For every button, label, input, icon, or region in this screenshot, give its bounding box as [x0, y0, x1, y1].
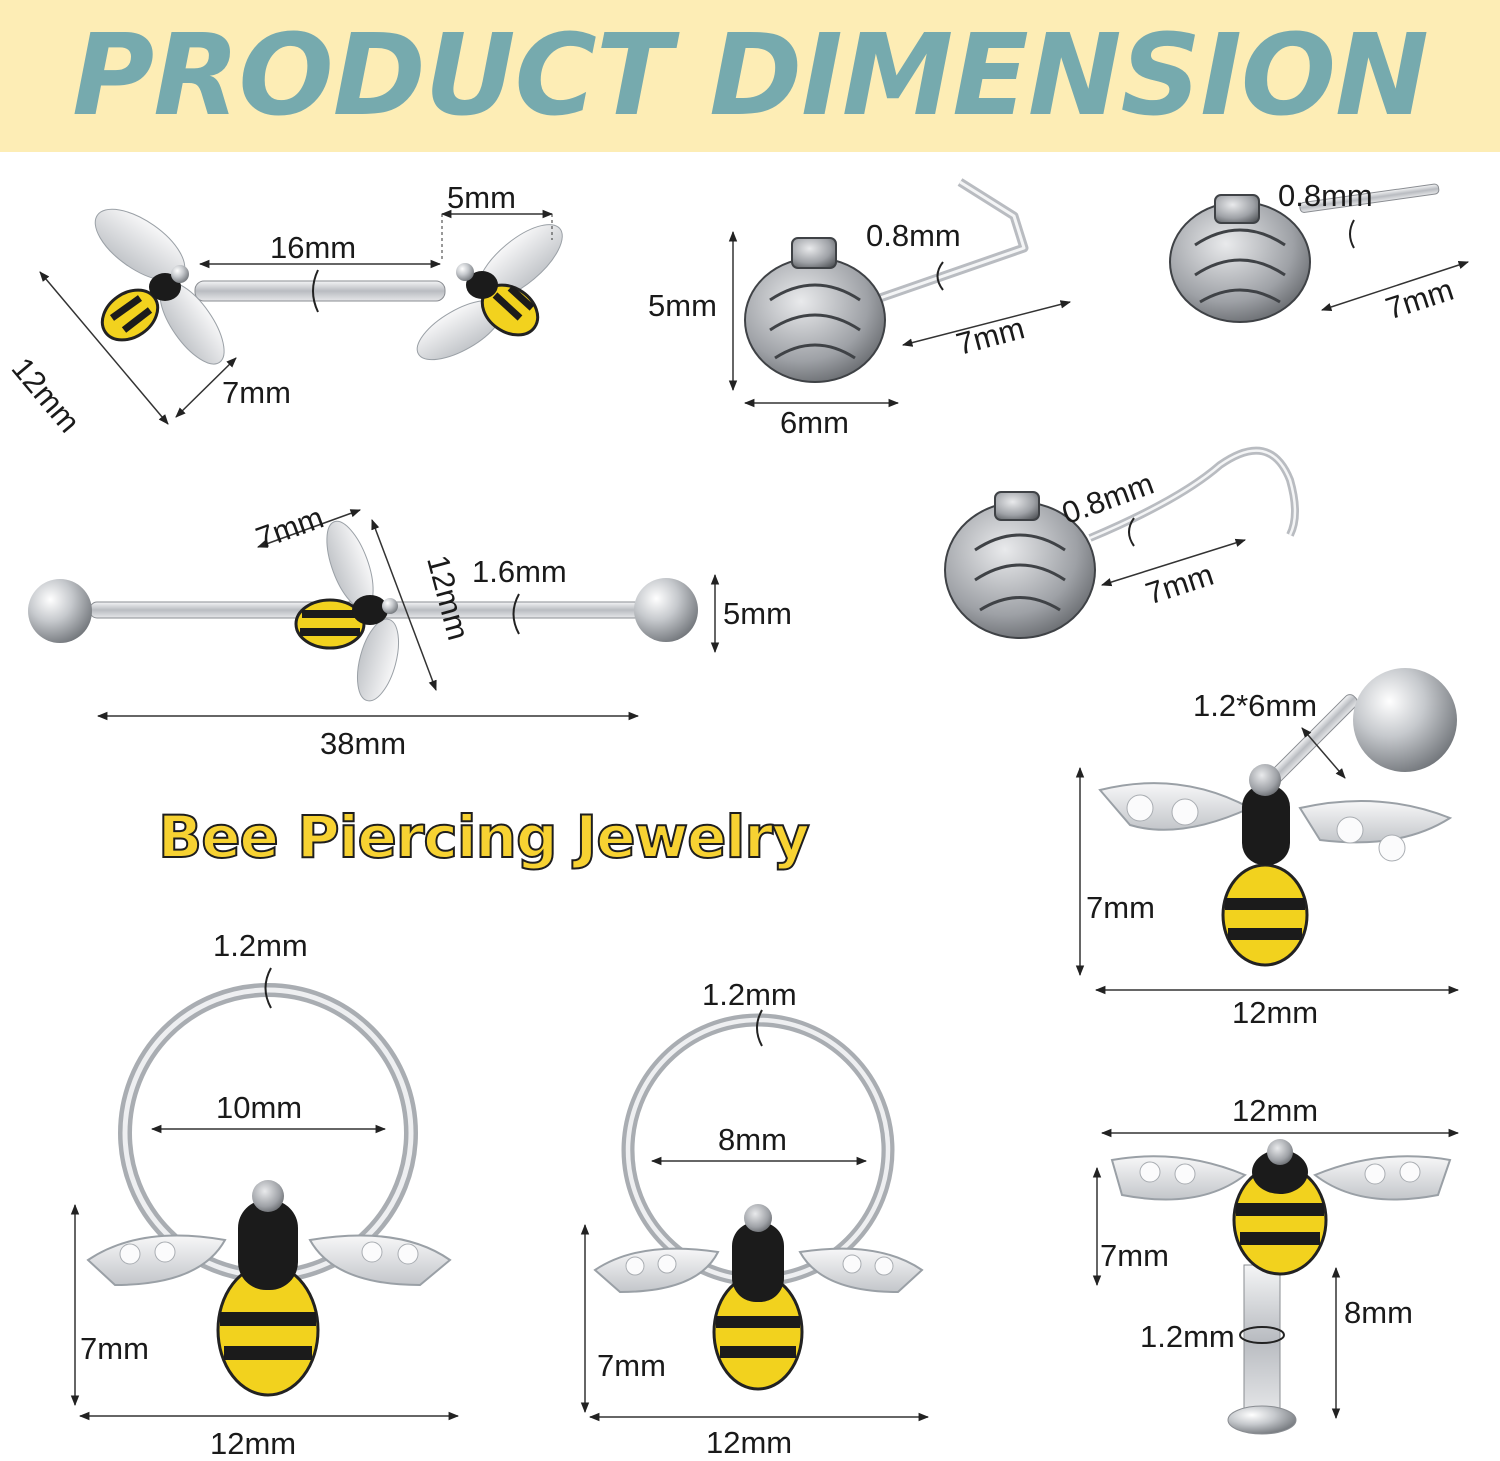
dim-industrial-total-length: 38mm — [320, 726, 407, 761]
dim-industrial-gauge: 1.6mm — [472, 554, 567, 589]
dim-industrial-ball-size: 5mm — [723, 596, 792, 631]
dim-nose-l-width: 6mm — [780, 405, 849, 440]
dim-hoop-small-gauge: 1.2mm — [702, 977, 797, 1012]
labret — [1092, 1128, 1460, 1435]
dim-hoop-large-inner-diameter: 10mm — [216, 1090, 303, 1125]
nose-screw-stud — [944, 446, 1299, 639]
product-subtitle: Bee Piercing Jewelry — [157, 802, 811, 872]
cartilage-barbell — [1075, 668, 1460, 995]
dim-cartilage-height: 7mm — [1086, 890, 1155, 925]
dim-hoop-large-gauge: 1.2mm — [213, 928, 308, 963]
dim-labret-post-length: 8mm — [1344, 1295, 1413, 1330]
bee-industrial — [294, 520, 400, 702]
dim-cartilage-width: 12mm — [1232, 995, 1319, 1030]
dim-nipple-bar-length: 16mm — [270, 230, 357, 265]
dim-nipple-ball-size: 5mm — [447, 180, 516, 215]
dim-nose-l-gauge: 0.8mm — [866, 218, 961, 253]
dim-nipple-bee-width: 7mm — [222, 375, 291, 410]
dim-nose-l-height: 5mm — [648, 288, 717, 323]
dim-hoop-small-inner-diameter: 8mm — [718, 1122, 787, 1157]
dim-labret-gauge: 1.2mm — [1140, 1319, 1235, 1354]
hoop-small — [580, 1009, 930, 1422]
dim-hoop-small-bee-height: 7mm — [597, 1348, 666, 1383]
nipple-barbell — [39, 208, 563, 425]
dim-nose-straight-gauge: 0.8mm — [1278, 178, 1373, 213]
dim-hoop-large-bee-height: 7mm — [80, 1331, 149, 1366]
industrial-barbell — [28, 509, 720, 721]
nose-straight-stud — [1169, 183, 1469, 323]
dim-hoop-small-bee-width: 12mm — [706, 1425, 793, 1460]
dim-cartilage-gauge-length: 1.2*6mm — [1193, 688, 1318, 723]
dim-hoop-large-bee-width: 12mm — [210, 1426, 297, 1461]
dim-labret-height: 7mm — [1100, 1238, 1169, 1273]
bee-right-nipple — [416, 224, 563, 361]
dim-labret-width: 12mm — [1232, 1093, 1319, 1128]
nose-l-stud — [728, 178, 1072, 408]
hoop-large — [70, 967, 460, 1421]
title-banner: PRODUCT DIMENSION — [0, 0, 1500, 152]
page-title: PRODUCT DIMENSION — [72, 11, 1429, 141]
